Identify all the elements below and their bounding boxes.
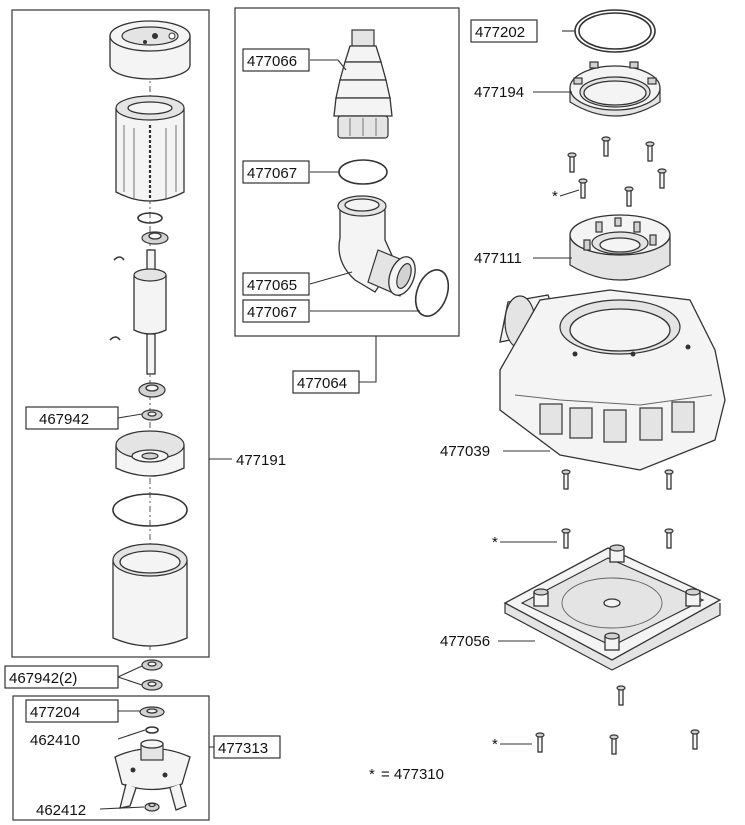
- part-label-477313: 477313: [218, 740, 268, 757]
- group-frame-477191: [11, 9, 210, 658]
- screw-part: [578, 178, 588, 199]
- part-label-477191: 477191: [236, 452, 286, 469]
- asterisk-marker: *: [492, 736, 498, 753]
- part-label-477056: 477056: [440, 633, 490, 650]
- legend-asterisk: *: [369, 766, 375, 783]
- label-box: [242, 160, 310, 184]
- pump-housing-part: [499, 289, 726, 471]
- screw-part: [561, 469, 571, 490]
- screws-lower-set: [535, 685, 700, 755]
- label-box: [242, 48, 310, 72]
- screw-part: [616, 685, 626, 706]
- part-label-477202: 477202: [475, 24, 525, 41]
- screws-upper-set: [567, 136, 667, 207]
- clip-part: [109, 336, 121, 341]
- part-label-477039: 477039: [440, 443, 490, 460]
- part-label-477111: 477111: [474, 250, 522, 267]
- screw-part: [645, 141, 655, 162]
- part-label-462412: 462412: [36, 802, 86, 819]
- can-part: [112, 543, 188, 647]
- bearing-467942-part: [141, 409, 163, 421]
- outlet-group-parts: [333, 29, 450, 317]
- nut-462412-part: [144, 802, 160, 812]
- screw-part: [601, 136, 611, 157]
- top-cap-part: [109, 20, 191, 80]
- label-box: [25, 699, 119, 723]
- label-box: [470, 19, 538, 43]
- washer-462410-part: [145, 726, 159, 734]
- post-part: [604, 632, 620, 651]
- screw-part: [535, 732, 545, 753]
- post-part: [609, 544, 625, 563]
- base-plate-part: [503, 544, 722, 671]
- motor-holder-part: [569, 214, 671, 281]
- screw-part: [690, 729, 700, 750]
- post-part: [685, 588, 701, 607]
- impeller-part: [114, 739, 191, 811]
- part-label-477194: 477194: [474, 84, 524, 101]
- hose-nozzle-part: [333, 29, 393, 139]
- group-frame-477064: [234, 7, 460, 337]
- large-o-ring-part: [112, 493, 188, 527]
- screws-middle-set: [561, 469, 674, 549]
- asterisk-marker: *: [552, 188, 558, 205]
- label-box: [4, 665, 119, 689]
- part-label-477065: 477065: [247, 277, 297, 294]
- motor-assembly-parts: [109, 20, 191, 812]
- label-box: [242, 272, 310, 296]
- small-o-ring-part: [137, 212, 163, 224]
- elbow-part: [337, 195, 416, 297]
- legend-text: = 477310: [381, 766, 444, 783]
- clip-part: [113, 256, 125, 261]
- screw-part: [567, 152, 577, 173]
- screw-part: [609, 734, 619, 755]
- screw-part: [657, 168, 667, 189]
- part-label-477067-lower: 477067: [247, 304, 297, 321]
- part-label-477204: 477204: [30, 704, 80, 721]
- bearing-cup-part: [115, 430, 185, 477]
- screw-part: [624, 186, 634, 207]
- screw-part: [664, 528, 674, 549]
- part-label-477066: 477066: [247, 53, 297, 70]
- group-frame-477313: [12, 695, 210, 821]
- label-box: [25, 406, 119, 430]
- part-label-467942: 467942: [39, 411, 89, 428]
- label-box: [292, 370, 360, 394]
- asterisk-marker: *: [492, 534, 498, 551]
- post-part: [533, 588, 549, 607]
- stator-housing-part: [115, 95, 185, 202]
- label-box: [242, 299, 310, 323]
- locking-ring-part: [569, 61, 661, 117]
- rotor-part: [133, 249, 167, 375]
- upper-bearing-part: [141, 231, 169, 245]
- part-label-462410: 462410: [30, 732, 80, 749]
- lower-bearing-part: [138, 382, 166, 398]
- bearing-477204-part: [139, 706, 165, 718]
- label-box: [213, 735, 281, 759]
- o-ring-477067-upper-part: [338, 159, 388, 185]
- large-seal-ring-part: [574, 9, 656, 53]
- o-ring-477067-lower-part: [414, 269, 450, 317]
- part-label-477064: 477064: [297, 375, 347, 392]
- screw-part: [561, 528, 571, 549]
- part-label-467942-2: 467942(2): [9, 670, 77, 687]
- bearing-pair-part: [141, 659, 163, 691]
- part-label-477067-upper: 477067: [247, 165, 297, 182]
- screw-part: [664, 469, 674, 490]
